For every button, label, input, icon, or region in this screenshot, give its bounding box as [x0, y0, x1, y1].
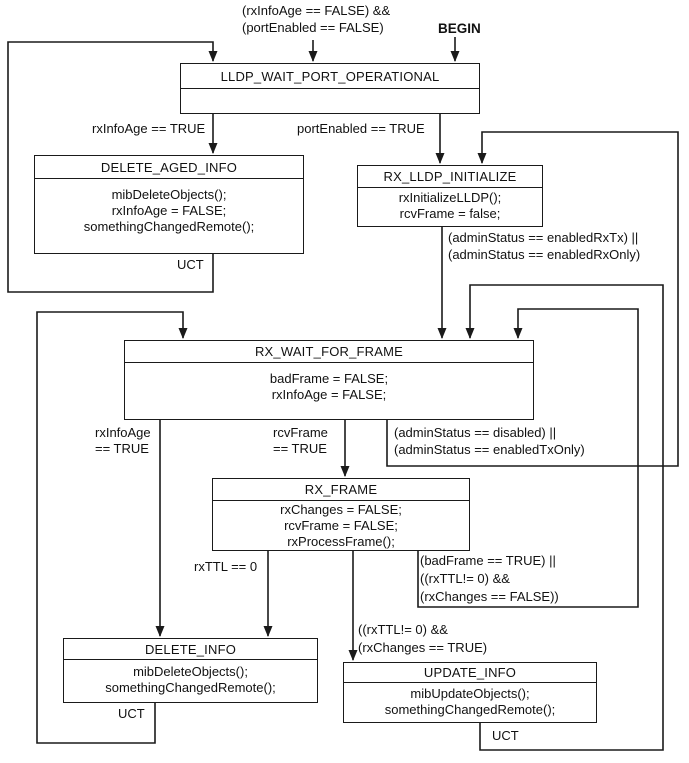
rxttl-zero-label: rxTTL == 0	[194, 559, 258, 574]
state-delete-info: DELETE_INFO mibDeleteObjects(); somethin…	[63, 638, 318, 703]
transition-adminstatus-disabled-loop	[386, 131, 679, 467]
state-rx-frame: RX_FRAME rxChanges = FALSE; rcvFrame = F…	[212, 478, 470, 551]
rxinfoage-true-top-label: rxInfoAge == TRUE	[92, 121, 206, 136]
state-update-info: UPDATE_INFO mibUpdateObjects(); somethin…	[343, 662, 597, 723]
state-actions	[181, 89, 479, 112]
rcvframe-true-label: rcvFrame == TRUE	[273, 425, 328, 456]
portenabled-true-label: portEnabled == TRUE	[297, 121, 425, 136]
state-actions: mibDeleteObjects(); somethingChangedRemo…	[105, 664, 276, 695]
badframe-loop-label: (badFrame == TRUE) || ((rxTTL!= 0) && (r…	[420, 553, 559, 604]
uct-update-info-label: UCT	[492, 728, 519, 743]
state-title: DELETE_INFO	[64, 639, 317, 660]
rxinfoage-true-left-label: rxInfoAge == TRUE	[95, 425, 151, 456]
state-actions: mibDeleteObjects(); rxInfoAge = FALSE; s…	[83, 187, 255, 234]
state-rx-wait-for-frame: RX_WAIT_FOR_FRAME badFrame = FALSE; rxIn…	[124, 340, 534, 420]
global-condition-label: (rxInfoAge == FALSE) && (portEnabled == …	[242, 3, 391, 35]
uct-delete-info-label: UCT	[118, 706, 145, 721]
state-actions: badFrame = FALSE; rxInfoAge = FALSE;	[269, 371, 389, 402]
state-title: RX_FRAME	[213, 479, 469, 501]
state-actions: mibUpdateObjects(); somethingChangedRemo…	[384, 686, 556, 717]
state-rx-lldp-initialize: RX_LLDP_INITIALIZE rxInitializeLLDP(); r…	[357, 165, 543, 227]
uct-delete-aged-label: UCT	[177, 257, 204, 272]
state-delete-aged-info: DELETE_AGED_INFO mibDeleteObjects(); rxI…	[34, 155, 304, 254]
state-title: RX_LLDP_INITIALIZE	[358, 166, 542, 188]
state-actions: rxInitializeLLDP(); rcvFrame = false;	[398, 190, 502, 221]
state-title: RX_WAIT_FOR_FRAME	[125, 341, 533, 363]
adminstatus-disabled-label: (adminStatus == disabled) || (adminStatu…	[394, 425, 585, 457]
adminstatus-rx-label: (adminStatus == enabledRxTx) || (adminSt…	[448, 230, 641, 262]
rxchanges-true-label: ((rxTTL!= 0) && (rxChanges == TRUE)	[358, 622, 488, 655]
state-lldp-wait-port-operational: LLDP_WAIT_PORT_OPERATIONAL	[180, 63, 480, 114]
state-title: UPDATE_INFO	[344, 663, 596, 683]
transition-badframe-loop	[417, 308, 639, 608]
transition-delete-aged-uct-loop	[7, 41, 218, 293]
transition-delete-info-uct-loop	[36, 311, 188, 744]
state-title: DELETE_AGED_INFO	[35, 156, 303, 179]
begin-label: BEGIN	[438, 21, 481, 36]
transition-update-info-uct-loop	[465, 284, 664, 751]
state-actions: rxChanges = FALSE; rcvFrame = FALSE; rxP…	[280, 502, 402, 549]
state-title: LLDP_WAIT_PORT_OPERATIONAL	[181, 64, 479, 89]
